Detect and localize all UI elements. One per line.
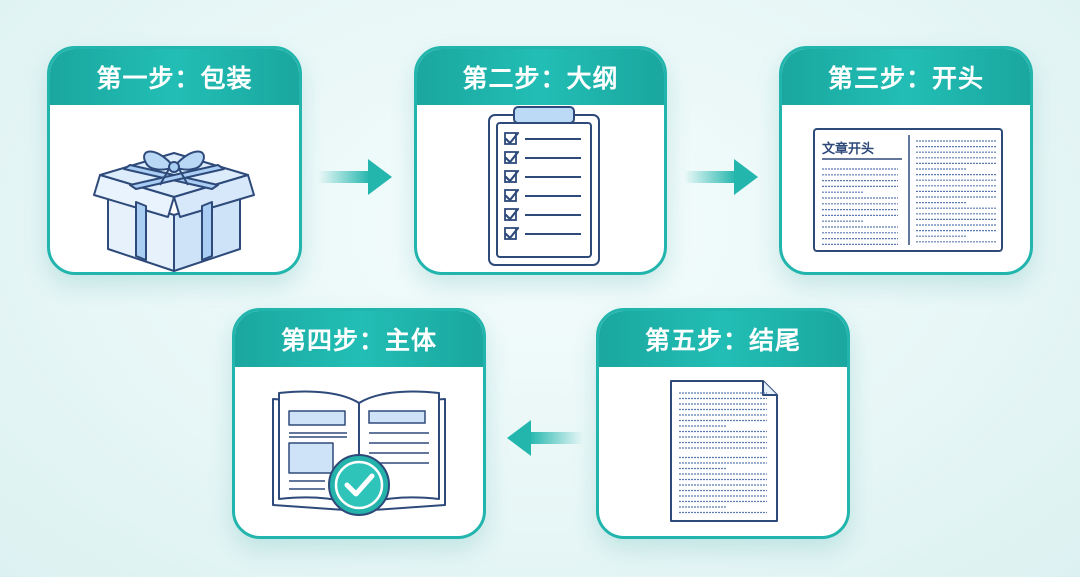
step-title-4: 第四步：主体 [235, 311, 483, 367]
step-card-4: 第四步：主体 [232, 308, 486, 539]
article-title: 文章开头 [822, 141, 874, 157]
step-title-2: 第二步：大纲 [417, 49, 664, 105]
arrow-right-icon [684, 159, 758, 195]
gift-box-icon [93, 150, 255, 272]
arrow-right-icon [318, 159, 392, 195]
step-card-5: 第五步：结尾 [596, 308, 850, 539]
step-card-2: 第二步：大纲 [414, 46, 667, 275]
book-text-lines [289, 410, 429, 490]
step-title-1: 第一步：包装 [50, 49, 299, 105]
step-card-1: 第一步：包装 [47, 46, 302, 275]
checklist-rows [504, 131, 581, 240]
article-page-icon: 文章开头 [813, 128, 1003, 252]
arrow-left-icon [507, 420, 583, 456]
document-text-lines [679, 392, 767, 514]
clipboard-checklist-icon [488, 106, 600, 266]
article-text-lines [822, 140, 996, 245]
document-page-icon [670, 380, 778, 522]
step-title-3: 第三步：开头 [782, 49, 1030, 105]
step-title-5: 第五步：结尾 [599, 311, 847, 367]
step-card-3: 第三步：开头 文章开头 [779, 46, 1033, 275]
open-book-check-icon [272, 390, 446, 516]
